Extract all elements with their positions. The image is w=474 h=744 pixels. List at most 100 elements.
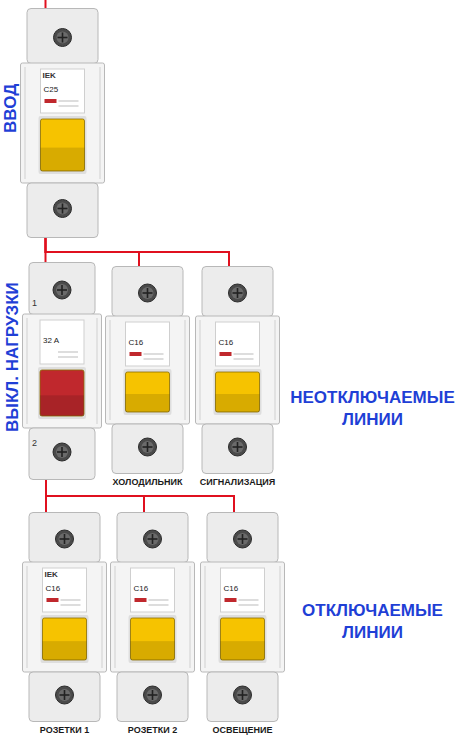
brand-logo: IEK xyxy=(43,71,56,80)
line-caption: РОЗЕТКИ 1 xyxy=(22,725,107,735)
screw-slot xyxy=(152,690,154,700)
panel-groove xyxy=(102,566,103,668)
label-plate xyxy=(41,69,85,113)
panel-groove xyxy=(27,566,28,668)
circuit-breaker: C16РОЗЕТКИ 2 xyxy=(110,512,195,722)
handle-shade xyxy=(216,394,260,412)
line-caption: РОЗЕТКИ 2 xyxy=(110,725,195,735)
panel-groove xyxy=(280,566,281,668)
terminal-screw-face xyxy=(232,287,244,299)
terminal-screw-face xyxy=(147,689,159,701)
screw-slot xyxy=(237,288,239,298)
terminal-screw xyxy=(139,438,157,456)
screw-slot xyxy=(62,204,64,214)
breaker-body xyxy=(20,8,105,238)
handle-shade xyxy=(41,148,85,171)
terminal-screw xyxy=(234,530,252,548)
panel-groove xyxy=(185,320,186,420)
front-panel xyxy=(23,314,102,428)
handle-slot xyxy=(129,615,177,663)
rating-label: C16 xyxy=(219,338,234,347)
screw-slot xyxy=(61,285,63,295)
vertical-heading: ВВОД xyxy=(2,84,19,133)
screw-slot xyxy=(237,442,239,452)
rating-label: C16 xyxy=(46,584,61,593)
circuit-breaker: C16СИГНАЛИЗАЦИЯ xyxy=(195,266,280,474)
handle-slot xyxy=(38,367,86,419)
handle-slot xyxy=(124,369,172,415)
top-terminal-block xyxy=(117,513,188,563)
screw-slot xyxy=(64,534,66,544)
spec-lines xyxy=(61,605,81,606)
terminal-screw xyxy=(229,438,247,456)
spec-lines xyxy=(59,101,79,102)
spec-lines xyxy=(59,106,79,107)
top-terminal-block xyxy=(29,263,95,315)
toggle-handle xyxy=(126,372,170,412)
spec-lines xyxy=(144,359,164,360)
panel-groove xyxy=(100,67,101,179)
bottom-terminal-block xyxy=(27,183,98,238)
terminal-screw-face xyxy=(237,533,249,545)
panel-groove xyxy=(25,67,26,179)
screw-slot xyxy=(147,288,149,298)
spec-lines xyxy=(239,605,259,606)
screw-slot xyxy=(242,690,244,700)
line-caption: ХОЛОДИЛЬНИК xyxy=(105,477,190,487)
screw-slot xyxy=(242,534,244,544)
trip-indicator xyxy=(225,598,237,602)
screw-slot xyxy=(152,534,154,544)
label-plate xyxy=(40,320,84,364)
spec-lines xyxy=(58,357,78,358)
label-plate xyxy=(43,568,87,612)
rating-label: C25 xyxy=(44,85,59,94)
top-terminal-block xyxy=(207,513,278,563)
terminal-screw xyxy=(56,686,74,704)
trip-indicator xyxy=(135,598,147,602)
feed-wire xyxy=(45,0,47,8)
terminal-screw-face xyxy=(57,203,69,215)
label-plate xyxy=(216,322,260,366)
terminal-screw-face xyxy=(56,446,68,458)
top-terminal-block xyxy=(202,267,273,317)
front-panel xyxy=(196,316,280,424)
terminal-screw-face xyxy=(56,284,68,296)
toggle-handle xyxy=(221,618,265,660)
terminal-screw xyxy=(144,530,162,548)
handle-shade xyxy=(221,641,265,660)
circuit-breaker: ВЫКЛ. НАГРУЗКИ132 A2 xyxy=(22,262,102,480)
spec-lines xyxy=(234,354,254,355)
breaker-body xyxy=(195,266,280,474)
circuit-breaker: C16ОСВЕЩЕНИЕ xyxy=(200,512,285,722)
terminal-screw xyxy=(229,284,247,302)
spec-lines xyxy=(239,600,259,601)
front-panel xyxy=(21,63,105,183)
vertical-heading: ВЫКЛ. НАГРУЗКИ xyxy=(4,282,21,432)
toggle-handle xyxy=(40,370,84,416)
terminal-screw-face xyxy=(237,689,249,701)
terminal-screw xyxy=(56,530,74,548)
front-panel xyxy=(106,316,190,424)
panel-groove xyxy=(275,320,276,420)
top-terminal-block xyxy=(112,267,183,317)
bottom-terminal-block xyxy=(29,428,95,480)
terminal-number: 1 xyxy=(32,298,37,308)
handle-slot xyxy=(214,369,262,415)
terminal-screw-face xyxy=(142,287,154,299)
handle-shade xyxy=(40,395,84,416)
handle-slot xyxy=(39,116,87,174)
front-panel xyxy=(23,562,107,672)
bottom-terminal-block xyxy=(112,424,183,474)
front-panel xyxy=(201,562,285,672)
bottom-terminal-block xyxy=(202,424,273,474)
breaker-body xyxy=(110,512,195,722)
spec-lines xyxy=(149,605,169,606)
trip-indicator xyxy=(130,352,142,356)
trip-indicator xyxy=(45,99,57,103)
breaker-body xyxy=(200,512,285,722)
top-terminal-block xyxy=(29,513,100,563)
label-plate xyxy=(126,322,170,366)
circuit-breaker: ВВОДIEKC25 xyxy=(20,8,105,238)
terminal-screw xyxy=(53,281,71,299)
panel-groove xyxy=(190,566,191,668)
